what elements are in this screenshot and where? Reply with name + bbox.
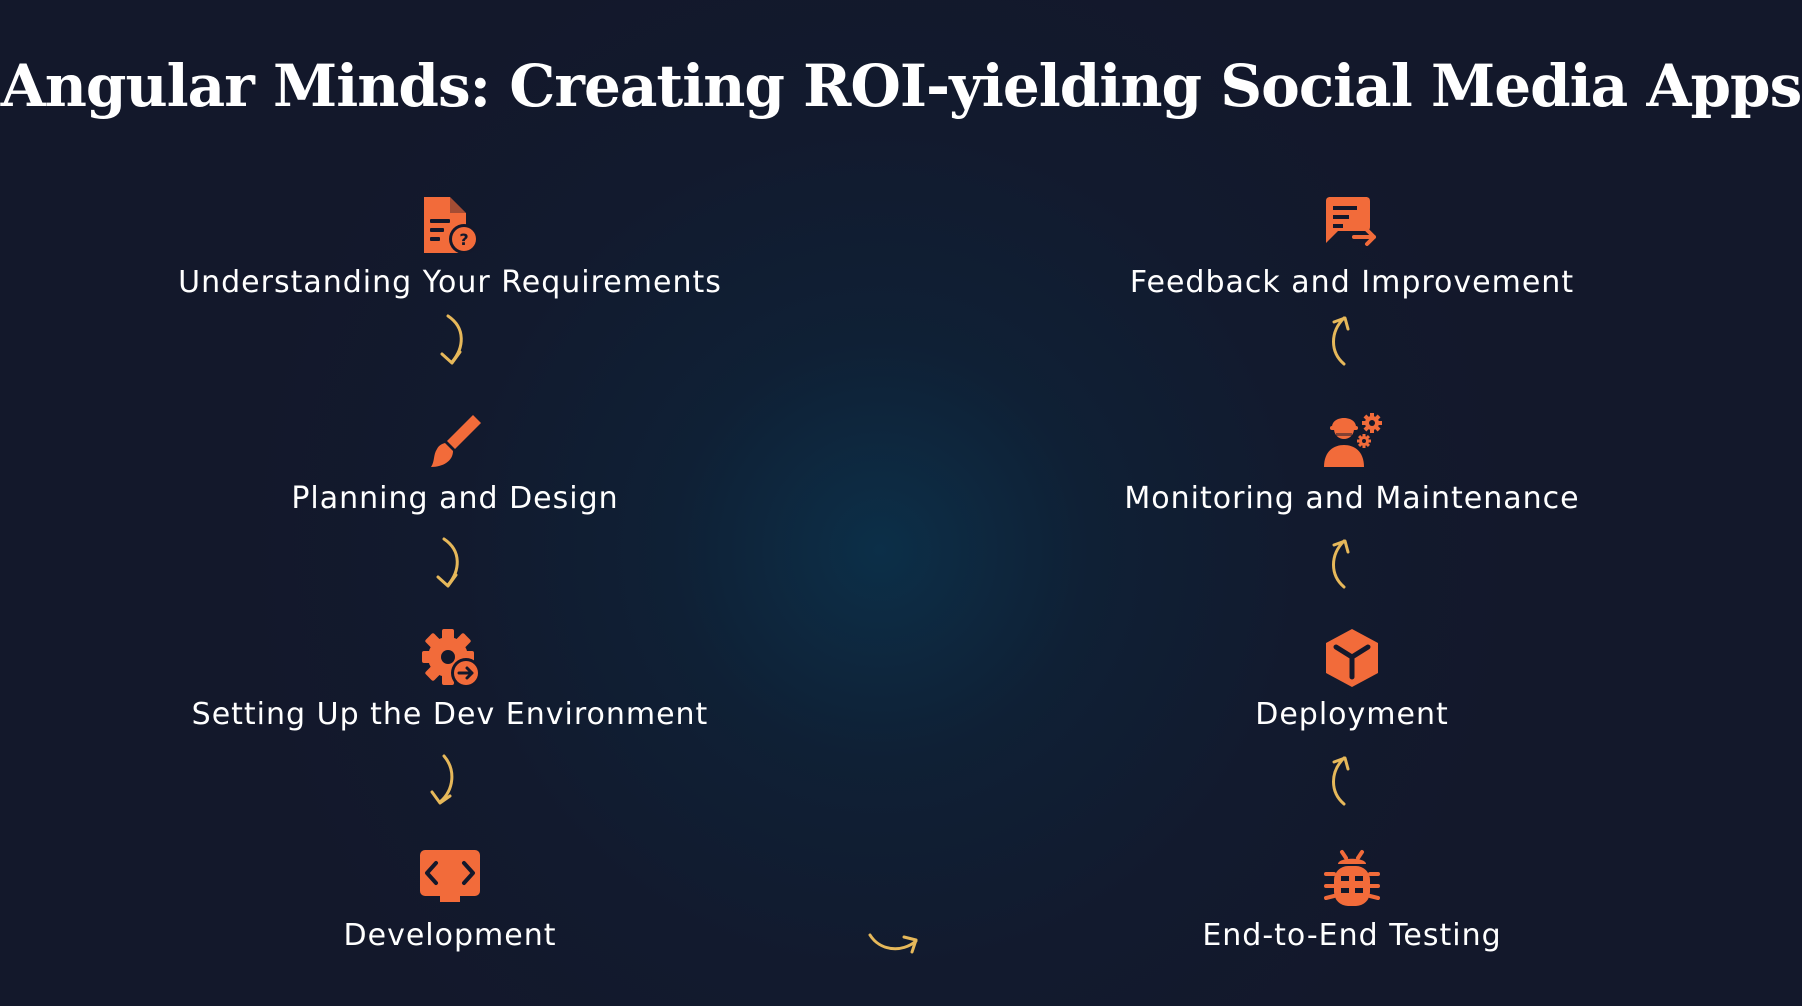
- arrow-down-icon: [430, 535, 470, 591]
- step-label: Understanding Your Requirements: [178, 265, 722, 300]
- step-label: Setting Up the Dev Environment: [191, 697, 709, 732]
- engineer-gears-icon: [1322, 411, 1382, 473]
- feedback-share-icon: [1322, 195, 1382, 257]
- arrow-right-icon: [866, 925, 922, 961]
- step-label: Feedback and Improvement: [1129, 265, 1575, 300]
- step-testing: End-to-End Testing: [1002, 848, 1702, 978]
- step-label: Deployment: [1255, 697, 1449, 732]
- step-label: Development: [343, 918, 557, 953]
- step-deployment: Deployment: [1002, 627, 1702, 757]
- code-window-icon: [420, 848, 480, 910]
- step-label: Planning and Design: [291, 481, 619, 516]
- arrow-up-icon: [1322, 312, 1362, 368]
- step-planning: Planning and Design: [105, 411, 805, 541]
- page-title: Angular Minds: Creating ROI-yielding Soc…: [0, 52, 1802, 120]
- step-label: End-to-End Testing: [1202, 918, 1502, 953]
- step-label: Monitoring and Maintenance: [1124, 481, 1580, 516]
- arrow-down-icon: [426, 752, 466, 808]
- svg-text:?: ?: [459, 230, 468, 249]
- step-monitoring: Monitoring and Maintenance: [1002, 411, 1702, 541]
- cube-icon: [1322, 627, 1382, 689]
- paintbrush-icon: [425, 411, 485, 473]
- arrow-up-icon: [1322, 535, 1362, 591]
- gear-arrow-icon: [420, 627, 480, 689]
- step-environment: Setting Up the Dev Environment: [100, 627, 800, 757]
- arrow-down-icon: [434, 312, 474, 368]
- step-requirements: ? Understanding Your Requirements: [100, 195, 800, 325]
- bug-icon: [1322, 848, 1382, 910]
- step-development: Development: [100, 848, 800, 978]
- arrow-up-icon: [1322, 752, 1362, 808]
- document-question-icon: ?: [420, 195, 480, 257]
- step-feedback: Feedback and Improvement: [1002, 195, 1702, 325]
